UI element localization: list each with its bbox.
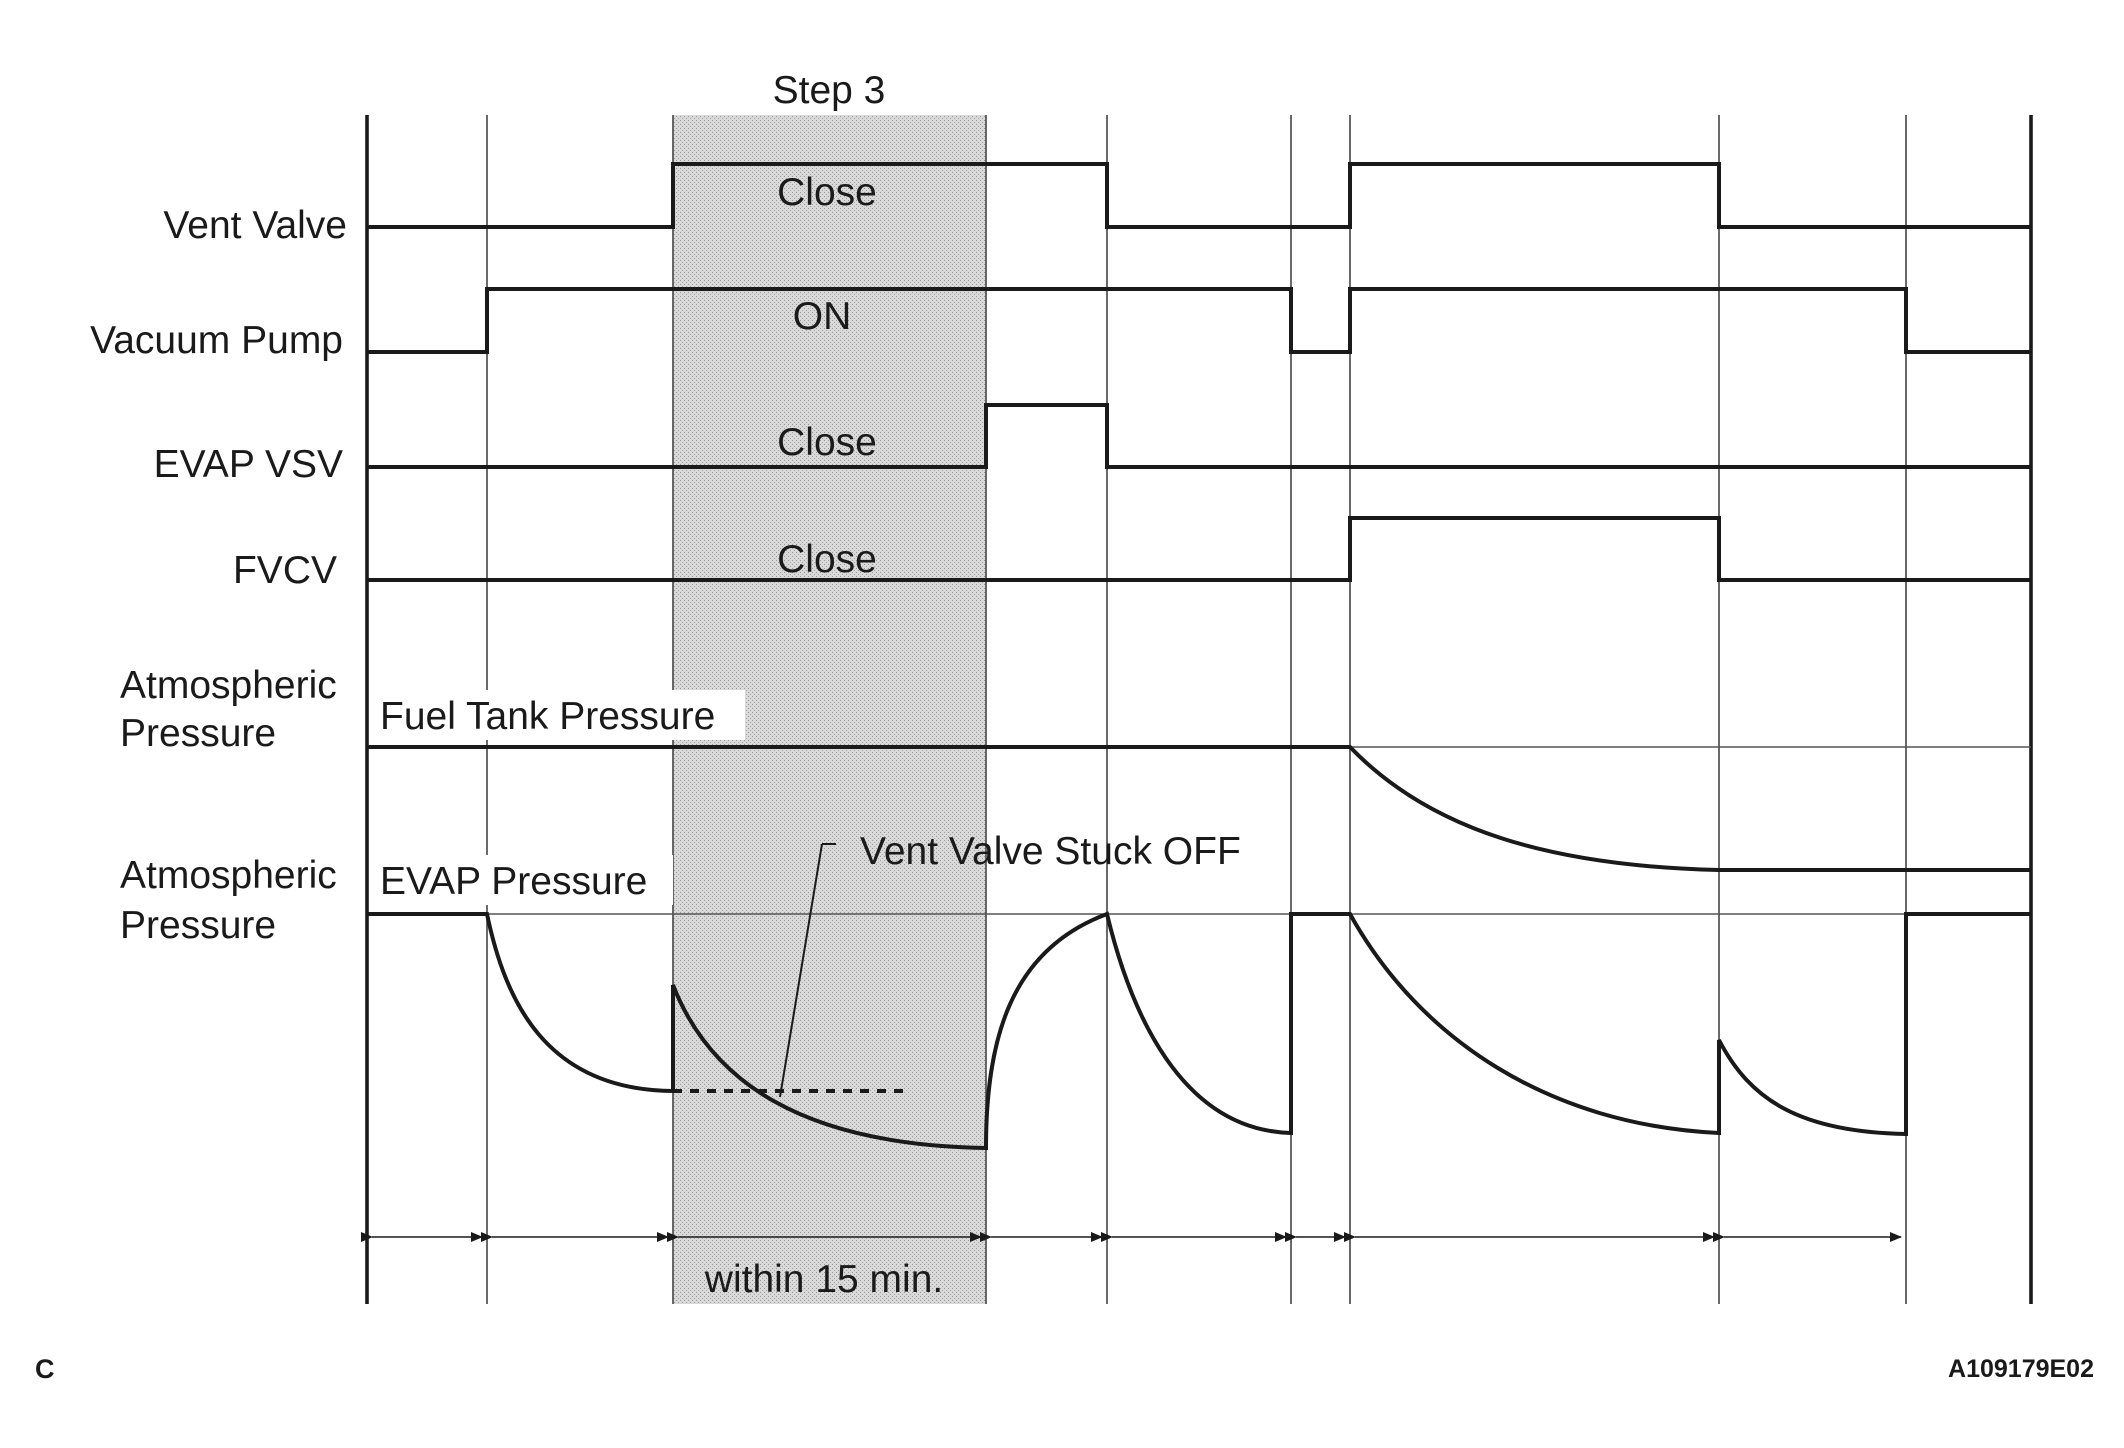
evap-vsv-label: EVAP VSV bbox=[154, 443, 343, 486]
vacuum-pump-label: Vacuum Pump bbox=[90, 319, 343, 362]
duration-label: within 15 min. bbox=[704, 1258, 943, 1301]
vent-valve-stuck-off-leader bbox=[779, 843, 823, 1098]
fuel-tank-pressure-trace-label: Fuel Tank Pressure bbox=[380, 695, 715, 738]
evap-pressure-trace bbox=[367, 911, 2031, 1151]
fuel-tank-atmospheric-label-line1: Atmospheric bbox=[120, 664, 337, 707]
evap-vsv-signal bbox=[367, 403, 2031, 469]
vacuum-pump-signal bbox=[367, 287, 2031, 354]
fvcv-label: FVCV bbox=[233, 549, 337, 592]
fvcv-signal bbox=[367, 516, 2031, 582]
fuel-tank-trace-label-bg bbox=[373, 690, 745, 740]
vent-valve-signal bbox=[367, 162, 2031, 229]
evap-vsv-state-label: Close bbox=[777, 421, 877, 464]
vent-valve-stuck-off-annotation: Vent Valve Stuck OFF bbox=[860, 830, 1241, 873]
vent-valve-label: Vent Valve bbox=[163, 204, 347, 247]
evap-atmospheric-label-line1: Atmospheric bbox=[120, 854, 337, 897]
fvcv-state-label: Close bbox=[777, 538, 877, 581]
fuel-tank-atmospheric-label-line2: Pressure bbox=[120, 712, 276, 755]
fuel-tank-pressure-trace bbox=[367, 745, 2031, 872]
step-label: Step 3 bbox=[773, 69, 886, 112]
vacuum-pump-state-label: ON bbox=[793, 295, 852, 338]
corner-label: C bbox=[35, 1354, 55, 1384]
evap-atmospheric-label-line2: Pressure bbox=[120, 904, 276, 947]
evap-pressure-trace-label: EVAP Pressure bbox=[380, 860, 647, 903]
evap-trace-label-bg bbox=[373, 855, 673, 905]
figure-code: A109179E02 bbox=[1948, 1355, 2094, 1383]
vent-valve-state-label: Close bbox=[777, 171, 877, 214]
